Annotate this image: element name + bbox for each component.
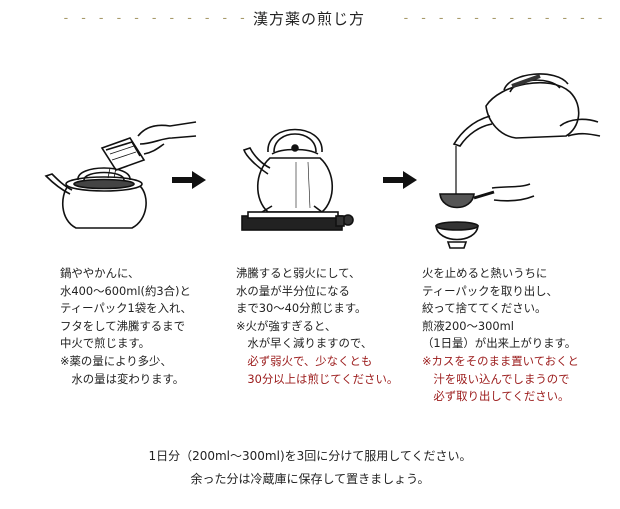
kettle-pouring-herbs-icon (44, 121, 197, 229)
step-1-text: 鍋ややかんに、 水400～600ml(約3合)と ティーパック1袋を入れ、 フタ… (60, 265, 192, 388)
step-3-line: 煎液200～300ml (422, 318, 514, 333)
footer-dosage: 1日分（200ml～300ml)を3回に分けて服用してください。 (148, 449, 472, 463)
right-arrow-icon (172, 171, 206, 189)
kettle-straining-icon (435, 73, 601, 249)
step-2-line: 水の量が半分位になる (236, 283, 350, 298)
step-3-line: 絞って捨ててください。 (422, 301, 547, 316)
kettle-on-stove-icon (241, 128, 354, 231)
step-1-line: 鍋ややかんに、 (60, 266, 140, 280)
step-3-line: （1日量）が出来上がります。 (422, 336, 577, 351)
step-2-note: 水が早く減りますので、 (236, 336, 373, 351)
title-row: - - - - - - - - - - - - 漢方薬の煎じ方 - - - - … (0, 8, 620, 32)
step-1-note: 水の量は変わります。 (60, 371, 185, 386)
step-2-warning: 必ず弱火で、少なくとも (236, 353, 373, 368)
step-1-line: 水400～600ml(約3合)と (60, 283, 191, 298)
step-3-warning: ※カスをそのまま置いておくと (422, 353, 579, 368)
step-3-line: 火を止めると熱いうちに (422, 266, 548, 280)
step-3-text: 火を止めると熱いうちに ティーパックを取り出し、 絞って捨ててください。 煎液2… (422, 265, 579, 406)
step-1-note: ※薬の量により多少、 (60, 353, 172, 368)
step-2-line: 沸騰すると弱火にして、 (236, 266, 361, 280)
step-3-line: ティーパックを取り出し、 (422, 283, 558, 298)
step-1-line: 中火で煎じます。 (60, 336, 150, 351)
right-arrow-icon (383, 171, 417, 189)
step-1-line: フタをして沸騰するまで (60, 318, 185, 333)
page-title: 漢方薬の煎じ方 (253, 10, 366, 28)
step-2-text: 沸騰すると弱火にして、 水の量が半分位になる まで30～40分煎じます。 ※火が… (236, 265, 398, 388)
step-1-line: ティーパック1袋を入れ、 (60, 301, 192, 316)
title-dash-left: - - - - - - - - - - - - (62, 11, 266, 26)
footer-storage: 余った分は冷蔵庫に保存して置きましょう。 (190, 472, 430, 486)
step-3-warning: 必ず取り出してください。 (422, 389, 570, 404)
step-2-warning: 30分以上は煎じてください。 (236, 371, 399, 386)
step-2-line: まで30～40分煎じます。 (236, 301, 367, 316)
step-3-warning: 汁を吸い込んでしまうので (422, 371, 570, 386)
title-dash-right: - - - - - - - - - - - - (402, 11, 606, 26)
step-2-note: ※火が強すぎると、 (236, 318, 337, 333)
